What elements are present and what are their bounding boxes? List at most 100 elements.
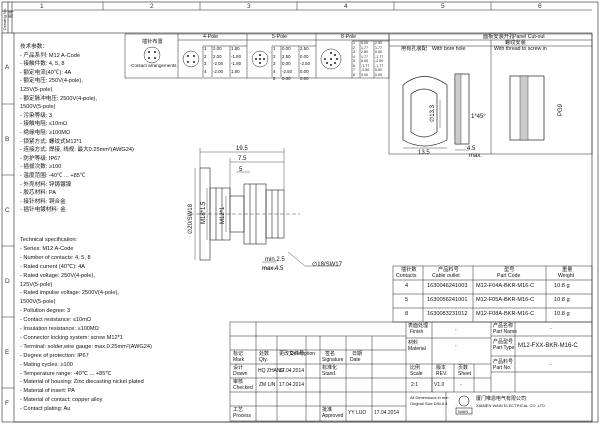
row-letter: F bbox=[5, 400, 9, 407]
title-block-product-type-en: Part Type bbox=[493, 345, 515, 351]
cn-spec-line: - 额定脉冲电压: 2500V(4-pole), bbox=[20, 95, 98, 102]
en-spec-line: - Series: M12 A-Code bbox=[20, 245, 74, 252]
title-block-part-no-en: Part No. bbox=[493, 365, 512, 371]
dim-max-4-5: max.4.5 bbox=[262, 266, 284, 272]
cn-spec-line: - 温度范围: -40℃ ... +85℃ bbox=[20, 173, 86, 179]
cutout-right-en: With thread to screw in bbox=[494, 46, 547, 52]
dim-min-2-5: min.2.5 bbox=[265, 257, 285, 263]
cutout-dim-d13-3: ∅13.3 bbox=[430, 105, 436, 122]
title-block-approved-en: Approved bbox=[322, 413, 344, 419]
parts-header-cn: 插针数 bbox=[401, 267, 417, 273]
title-block-company-cn: 厦门唯恩电气有限公司 bbox=[476, 396, 527, 402]
pin-table-cell: 2 bbox=[273, 53, 276, 59]
pin-group-title: 4-Pole bbox=[203, 34, 218, 40]
dim-m18: M18*1.5 bbox=[201, 201, 207, 224]
title-block-sheet-cn: 页数 bbox=[458, 365, 469, 371]
en-spec-line: - Connector locking system: screw M12*1 bbox=[20, 334, 123, 341]
column-number: 3 bbox=[247, 3, 251, 10]
title-block-checked-cn: 审核 bbox=[233, 379, 244, 385]
pin-table-cell: -1.77 bbox=[375, 54, 384, 59]
cn-spec-line: - 额定电流(40℃): 4A bbox=[20, 69, 72, 76]
title-block-approved-cn: 批准 bbox=[322, 407, 333, 413]
en-spec-line: - Temperature range: -40℃ ... +85℃ bbox=[20, 370, 112, 377]
parts-header-en: Weight bbox=[558, 273, 575, 279]
pin-table-cell: 1.77 bbox=[361, 54, 368, 59]
pin-table-cell: -2.50 bbox=[361, 68, 370, 72]
pin-table-cell: 2.50 bbox=[375, 41, 382, 45]
parts-table-cell: 10.8 g bbox=[554, 311, 570, 317]
cn-spec-line: - 额定电压: 250V(4-pole), bbox=[20, 78, 83, 85]
pin-table-cell: 0.00 bbox=[361, 72, 368, 77]
cutout-dim-max: max. bbox=[469, 153, 483, 159]
title-block-product-name-val: - bbox=[550, 326, 552, 332]
title-block-checked-date: 17.04.2014 bbox=[279, 382, 305, 388]
cn-spec-line: - 防护等级: IP67 bbox=[20, 155, 61, 162]
title-block-checked-name: ZM LIN bbox=[259, 382, 276, 388]
title-block-finish-val: - bbox=[455, 327, 457, 333]
title-block-units: All Dimensions in mm bbox=[410, 395, 449, 400]
column-number: 6 bbox=[538, 3, 542, 10]
en-spec-line: - Pollution degree: 3 bbox=[20, 308, 71, 315]
pin-table-cell: 1.80 bbox=[231, 46, 240, 51]
pin-table-cell: 1.77 bbox=[361, 45, 368, 50]
cn-spec-line: - 锁紧方式: 螺纹式M12*1 bbox=[20, 138, 82, 145]
row-letter: D bbox=[5, 278, 10, 285]
pin-table-header-en: Contact arrangements bbox=[131, 63, 177, 68]
title-block-mark-cn: 标记 bbox=[233, 351, 244, 357]
dim-7-5: 7.5 bbox=[238, 156, 247, 162]
pin-table-cell: 2.50 bbox=[300, 46, 309, 51]
pin-table-cell: -2.50 bbox=[282, 68, 293, 74]
pin-table-cell: -1.80 bbox=[231, 61, 242, 67]
title-block-checked-en: Checked bbox=[233, 385, 253, 391]
pin-table-cell: 1 bbox=[204, 46, 207, 51]
en-spec-line: - Mating cycles: ≥100 bbox=[20, 361, 73, 368]
title-block-date-en: Date bbox=[350, 357, 361, 363]
parts-header-en: Contacts bbox=[396, 273, 417, 279]
dim-diameter-20: ∅20/SW18 bbox=[188, 204, 194, 234]
pin-table-cell: 1 bbox=[273, 46, 276, 51]
pin-table-cell: 0.00 bbox=[282, 61, 291, 67]
pin-table-cell: -1.77 bbox=[375, 63, 384, 68]
parts-table-cell: 1630056241001 bbox=[427, 297, 468, 303]
parts-table-cell: 10.8 g bbox=[554, 297, 570, 303]
en-spec-line: - Degree of protection: IP67 bbox=[20, 352, 89, 359]
drawing-number-label: Drawing No. bbox=[2, 7, 7, 30]
pin-table-cell: 0.00 bbox=[375, 72, 382, 77]
title-block-finish-cn: 表面处理 bbox=[408, 323, 429, 329]
title-block-material-cn: 材料 bbox=[408, 340, 419, 346]
title-block-standard: Original Size DIN A 4 bbox=[410, 401, 448, 406]
title-block-rev-en: REV. bbox=[436, 371, 448, 377]
pin-table-cell: -2.00 bbox=[213, 68, 224, 74]
title-block-rev-val: V1.0 bbox=[434, 382, 445, 388]
title-block-desc-en: Description bbox=[290, 351, 316, 357]
title-block-qty-en: Qty. bbox=[259, 357, 268, 363]
pin-table-cell: 1.77 bbox=[375, 45, 382, 50]
cutout-dim-13-5: 13.5 bbox=[418, 150, 430, 156]
en-spec-line: Technical specification: bbox=[20, 237, 78, 243]
pin-table-cell: 0.00 bbox=[375, 50, 382, 54]
title-block-material-en: Material bbox=[408, 346, 426, 352]
pin-table-cell: 0.00 bbox=[361, 41, 368, 45]
parts-header-cn: 型号 bbox=[504, 267, 515, 273]
pin-table-cell: 2.50 bbox=[282, 53, 291, 59]
row-letter: C bbox=[5, 207, 10, 214]
pin-table-cell: 0.00 bbox=[282, 46, 291, 51]
pin-table-cell: 7 bbox=[353, 68, 355, 72]
en-spec-line: - Rated impulse voltage: 2500V(4-pole), bbox=[20, 290, 119, 297]
pin-table-cell: 4 bbox=[204, 68, 207, 74]
pin-table-cell: 2 bbox=[204, 53, 207, 59]
column-number: 2 bbox=[150, 3, 154, 10]
parts-table-cell: 10.8 g bbox=[554, 283, 570, 289]
cutout-title-en: Panel Cut-out bbox=[513, 34, 545, 40]
title-block-drawn-date: 17.04.2014 bbox=[279, 368, 305, 374]
pin-table-cell: 3 bbox=[273, 61, 276, 67]
pin-table-cell: 1 bbox=[353, 41, 355, 45]
cn-spec-line: - 接针材料: 铜合金 bbox=[20, 198, 66, 205]
en-spec-line: - Rated voltage: 250V(4-pole), bbox=[20, 272, 95, 279]
pin-table-header-cn: 插针布置 bbox=[142, 39, 163, 45]
en-spec-line: - Rated current (40℃): 4A bbox=[20, 263, 86, 270]
title-block-sheet-val: - bbox=[460, 382, 462, 388]
pin-group-title: 8-Pole bbox=[341, 34, 356, 40]
row-letter: E bbox=[5, 349, 10, 356]
